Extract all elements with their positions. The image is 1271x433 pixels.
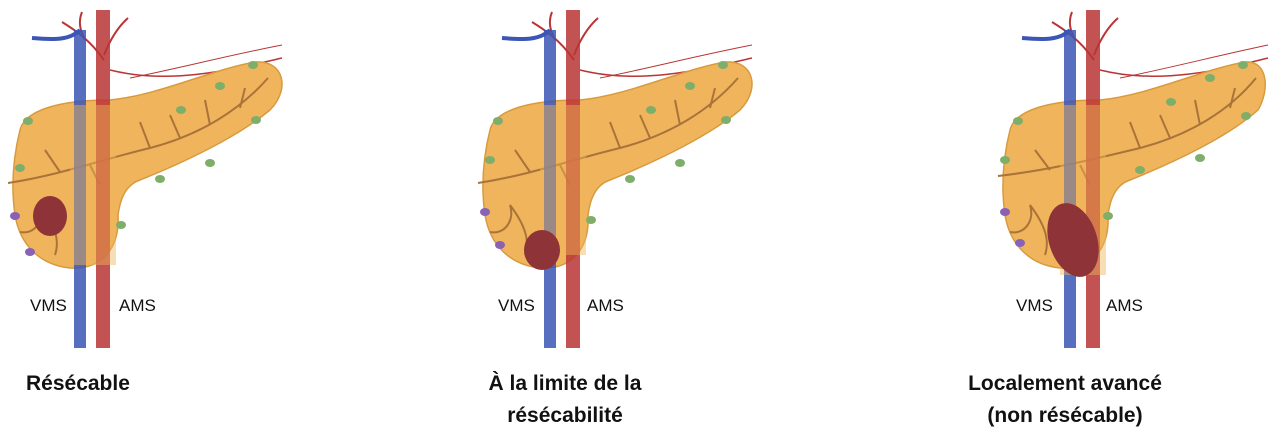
caption: Résécable xyxy=(26,368,130,400)
panel-resectable: VMS AMS Résécable xyxy=(0,0,400,433)
pancreas xyxy=(1003,62,1265,268)
pancreas xyxy=(13,62,282,268)
panel-locally-advanced: VMS AMS Localement avancé (non résécable… xyxy=(990,0,1271,433)
tumor xyxy=(524,230,560,270)
ams-label: AMS xyxy=(1106,296,1143,316)
tumor xyxy=(33,196,67,236)
pancreas xyxy=(483,62,752,268)
ams-label: AMS xyxy=(119,296,156,316)
vms-label: VMS xyxy=(498,296,535,316)
caption: À la limite de la résécabilité xyxy=(470,368,660,432)
caption: Localement avancé (non résécable) xyxy=(945,368,1185,432)
ams-label: AMS xyxy=(587,296,624,316)
vms-label: VMS xyxy=(30,296,67,316)
vms-label: VMS xyxy=(1016,296,1053,316)
panel-borderline: VMS AMS À la limite de la résécabilité xyxy=(470,0,870,433)
